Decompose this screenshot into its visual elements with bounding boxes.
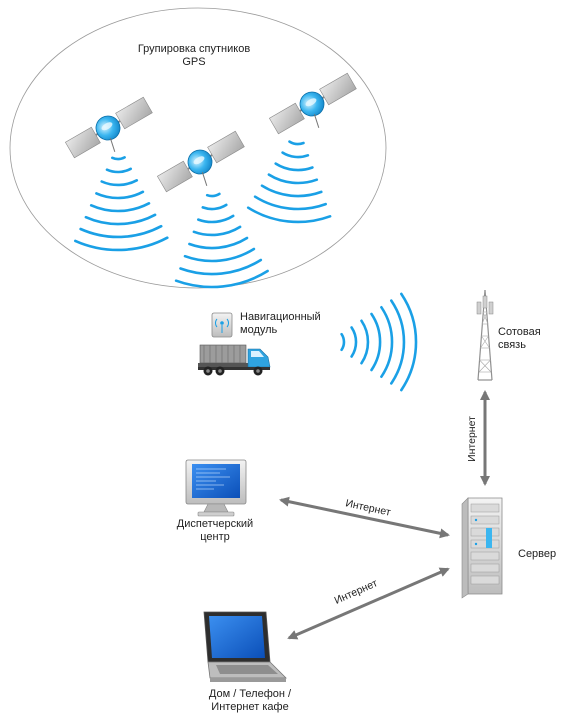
signal-arc — [201, 203, 228, 211]
signal-arc — [370, 312, 382, 372]
signal-arc — [183, 247, 256, 263]
signal-arc — [274, 162, 314, 172]
cell-label-line1: Сотовая — [498, 326, 541, 338]
signal-arc — [390, 299, 406, 385]
module-label: Навигационный модуль — [240, 311, 321, 337]
monitor-icon — [185, 459, 247, 517]
signal-arc — [111, 156, 126, 161]
signal-arc — [84, 213, 157, 226]
signal-arc — [288, 140, 305, 146]
laptop-icon — [203, 611, 287, 682]
signal-arc — [79, 224, 163, 239]
cell-label: Сотовая связь — [498, 326, 541, 352]
signal-arc — [267, 173, 319, 185]
signal-arc — [89, 202, 151, 213]
constellation-label: Групировка спутников GPS — [120, 43, 268, 69]
dispatch-label: Диспетчерский центр — [160, 518, 270, 544]
signal-arc — [192, 225, 242, 237]
signal-arc — [246, 206, 332, 224]
constellation-boundary — [9, 7, 387, 289]
dispatch-label-line2: центр — [200, 531, 230, 543]
satellite-icon — [268, 72, 357, 135]
signal-waves-icon — [174, 192, 269, 289]
cell-label-line2: связь — [498, 339, 526, 351]
constellation-label-line1: Групировка спутников — [137, 43, 251, 55]
signal-arc — [400, 292, 418, 392]
signal-arc — [253, 195, 327, 211]
cell-tower-icon — [476, 289, 494, 381]
module-label-line2: модуль — [240, 324, 278, 336]
module-label-line1: Навигационный — [240, 311, 321, 323]
signal-arc — [179, 258, 263, 276]
home-label-line1: Дом / Телефон / — [208, 688, 292, 700]
arrow-home-server — [287, 567, 450, 640]
link-label-cell-server: Интернет — [466, 416, 478, 462]
signal-arc — [205, 192, 221, 198]
constellation-label-line2: GPS — [182, 56, 206, 68]
signal-waves-icon — [74, 156, 169, 252]
signal-arc — [95, 190, 145, 200]
server-icon — [461, 497, 503, 599]
signal-waves-icon — [246, 140, 332, 224]
signal-arc — [197, 214, 235, 224]
satellite-icon — [64, 96, 153, 159]
home-label-line2: Интернет кафе — [211, 701, 289, 713]
signal-arc — [105, 167, 132, 174]
signal-arc — [100, 179, 139, 187]
satellite-icon — [156, 130, 245, 193]
signal-waves-icon — [340, 292, 418, 392]
signal-arc — [340, 332, 346, 352]
signal-arc — [188, 236, 249, 250]
signal-arc — [360, 319, 370, 365]
signal-arc — [380, 306, 394, 378]
truck-icon — [198, 344, 271, 376]
signal-arc — [260, 184, 323, 198]
server-label: Сервер — [518, 548, 557, 560]
arrow-dispatch-server — [279, 496, 450, 539]
signal-arc — [281, 151, 310, 159]
signal-arc — [174, 269, 269, 289]
signal-arc — [350, 326, 358, 358]
signal-arc — [74, 236, 169, 252]
navigation-module-icon — [211, 312, 233, 338]
home-label: Дом / Телефон / Интернет кафе — [180, 688, 320, 714]
dispatch-label-line1: Диспетчерский — [176, 518, 254, 530]
